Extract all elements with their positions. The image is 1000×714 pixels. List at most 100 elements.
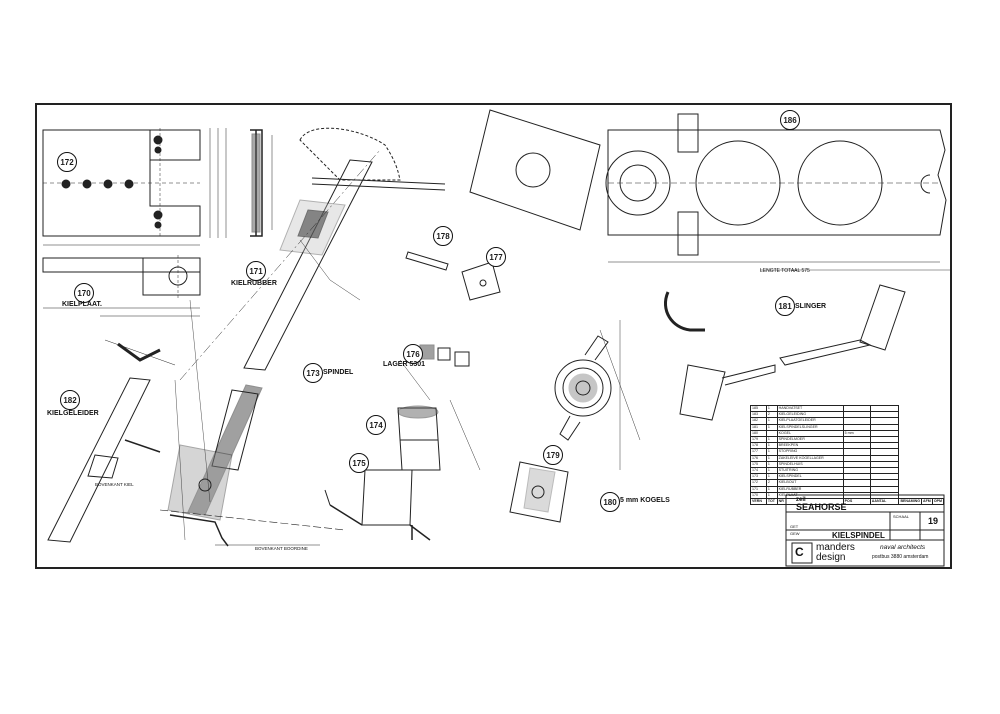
parts-list-cell <box>842 485 871 493</box>
parts-list-cell <box>869 448 900 456</box>
title-company-right2: postbus 3880 amsterdam <box>872 554 929 560</box>
part-170-kielplaat <box>42 255 201 317</box>
title-field-schaal: SCHAAL <box>893 514 910 519</box>
dimension-lines <box>299 239 950 471</box>
title-company-line2: design <box>816 552 846 563</box>
parts-list-header-cell: POS <box>842 498 871 506</box>
balloon-176: 176 <box>403 344 423 364</box>
title-field-get: GET <box>790 524 799 529</box>
part-173-spindel <box>159 127 446 547</box>
parts-list-cell <box>869 423 900 431</box>
balloon-178: 178 <box>433 226 453 246</box>
parts-list-header-cell: OPM <box>931 498 945 506</box>
parts-list-cell <box>842 411 871 419</box>
parts-list-cell <box>842 435 871 444</box>
title-drawing-title: KIELSPINDEL <box>832 531 885 540</box>
parts-list-cell <box>869 479 900 487</box>
parts-list-header-cell: TOT <box>765 498 778 506</box>
part-178-breekpen <box>405 251 449 271</box>
parts-list-cell: 170 <box>750 491 767 500</box>
parts-list-cell <box>869 404 900 413</box>
part-171-kielrubber <box>250 129 273 237</box>
part-174-spindelhuis <box>397 405 441 471</box>
parts-list-cell <box>842 404 871 413</box>
balloon-171: 171 <box>246 261 266 281</box>
parts-list-header-cell: AFM <box>921 498 933 506</box>
part-182-kielgeleider <box>47 339 176 543</box>
balloon-174: 174 <box>366 415 386 435</box>
parts-list-cell <box>869 460 900 469</box>
parts-list-cell <box>869 467 900 475</box>
label-lengte-totaal: LENGTE TOTAAL 575 <box>760 268 810 274</box>
parts-list-cell <box>869 454 900 462</box>
part-179-spindelmoer <box>509 335 612 523</box>
balloon-170: 170 <box>74 283 94 303</box>
label-slinger: SLINGER <box>795 303 827 310</box>
parts-list-cell: 5 mm <box>842 429 871 438</box>
parts-list-cell <box>842 491 871 500</box>
parts-list-cell <box>842 417 871 425</box>
parts-list-cell: 177 <box>750 448 767 456</box>
title-sheet-number: 19 <box>928 516 939 526</box>
parts-list-cell <box>869 435 900 444</box>
parts-list-cell <box>842 423 871 431</box>
parts-list-cell: 174 <box>750 467 767 475</box>
balloon-179: 179 <box>543 445 563 465</box>
parts-list-header-cell: AANTAL <box>869 498 900 506</box>
label-bovenkant-kiel: BOVENKANT KIEL <box>95 482 134 487</box>
balloon-175: 175 <box>349 453 369 473</box>
part-176-lager <box>419 344 470 367</box>
parts-list-header-cell: BENAMING <box>898 498 923 506</box>
parts-list-cell: 180 <box>750 429 767 438</box>
parts-list-cell: 175 <box>750 460 767 469</box>
parts-list-cell <box>842 454 871 462</box>
parts-list-cell <box>842 460 871 469</box>
label-kogels: 5 mm KOGELS <box>620 497 670 504</box>
balloon-180: 180 <box>600 492 620 512</box>
part-172-plate <box>42 128 227 246</box>
parts-list-cell <box>842 448 871 456</box>
label-kielgeleider: KIELGELEIDER <box>47 410 99 417</box>
balloon-177: 177 <box>486 247 506 267</box>
title-block-frame <box>785 494 945 567</box>
parts-list-cell: 173 <box>750 473 767 481</box>
parts-list-cell: 182 <box>750 417 767 425</box>
title-brand: SEAHORSE <box>796 502 847 512</box>
label-kielplaat: KIELPLAAT. <box>62 301 102 308</box>
parts-list-cell: 179 <box>750 435 767 444</box>
parts-list-cell <box>842 473 871 481</box>
parts-list-cell <box>869 442 900 450</box>
company-logo-icon: C <box>795 545 804 559</box>
parts-list-cell: 176 <box>750 454 767 462</box>
balloon-173: 173 <box>303 363 323 383</box>
label-lager: LAGER 5301 <box>383 361 426 368</box>
parts-list-cell <box>842 442 871 450</box>
parts-list-cell: 171 <box>750 485 767 493</box>
label-bovenkant: BOVENKANT BOORDINE <box>255 546 308 551</box>
parts-list-cell: 183 <box>750 411 767 419</box>
parts-list-cell <box>869 485 900 493</box>
parts-list-cell: 185 <box>750 404 767 413</box>
title-company-line1: manders <box>816 542 855 553</box>
label-spindel: SPINDEL <box>323 369 354 376</box>
parts-list-cell <box>869 411 900 419</box>
parts-list-header-cell: VERN <box>750 498 767 506</box>
parts-list-cell: 178 <box>750 442 767 450</box>
label-kielrubber: KIELRUBBER <box>231 280 277 287</box>
balloon-182: 182 <box>60 390 80 410</box>
title-field-gew: GEW <box>790 531 800 536</box>
